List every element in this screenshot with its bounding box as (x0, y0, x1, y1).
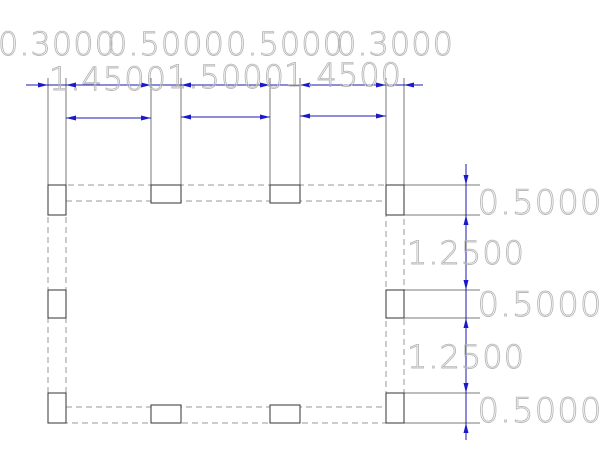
column-top-mid-right (269, 184, 301, 204)
dimension-label: 0.3000 (336, 25, 454, 63)
dimension-label: 0.5000 (478, 391, 600, 431)
column-bottom-right (385, 392, 405, 424)
right-dimension-chain (463, 164, 469, 440)
column-bottom-left (47, 392, 67, 424)
top-dimension-chain-2 (66, 113, 386, 121)
dimension-label: 1.5000 (167, 58, 285, 96)
column-mid-left (47, 289, 67, 319)
dimension-label: 0.3000 (0, 25, 116, 63)
column-bottom-mid-right (269, 404, 301, 424)
dashed-beam-outlines (47, 184, 405, 424)
dimension-label: 0.5000 (107, 25, 225, 63)
right-column-labels: 0.5000 1.2500 0.5000 1.2500 0.5000 (407, 183, 600, 432)
column-bottom-mid-left (150, 404, 182, 424)
columns (47, 184, 405, 424)
dimension-label: 0.5000 (478, 285, 600, 325)
column-top-left (47, 184, 67, 216)
column-top-right (385, 184, 405, 216)
dimension-label: 1.4500 (49, 60, 167, 98)
dimension-label: 1.2500 (407, 338, 525, 376)
dimension-label: 1.2500 (407, 234, 525, 272)
top-row-2-labels: 1.4500 1.5000 1.4500 (49, 56, 402, 99)
column-top-mid-left (150, 184, 182, 204)
dimension-label: 0.5000 (478, 183, 600, 223)
dimension-label: 1.4500 (284, 56, 402, 94)
right-extension-lines (404, 184, 480, 424)
column-mid-right (385, 289, 405, 319)
top-row-1-labels: 0.3000 0.5000 0.5000 0.3000 (0, 25, 454, 64)
top-dimension-chain-1 (26, 82, 423, 88)
dimension-label: 0.5000 (226, 25, 344, 63)
top-extension-lines (47, 78, 405, 185)
